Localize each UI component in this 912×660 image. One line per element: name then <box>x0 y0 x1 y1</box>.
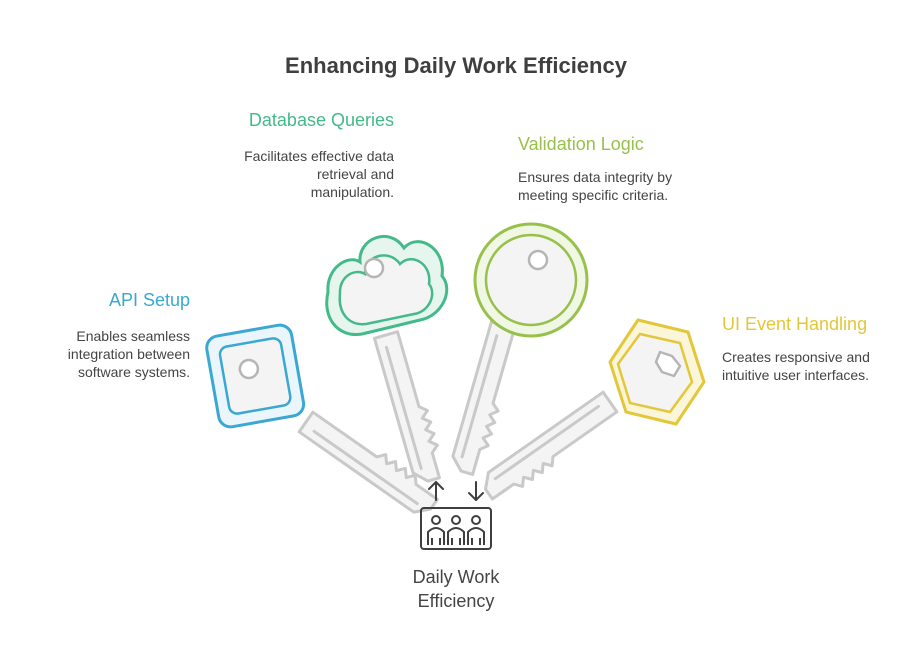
database-queries-description: Facilitates effective data retrieval and… <box>244 148 394 200</box>
ui-key-icon <box>477 318 706 507</box>
api-key-icon <box>205 323 443 521</box>
validation-logic-heading: Validation Logic <box>518 134 644 154</box>
team-icon <box>420 507 492 550</box>
page-title: Enhancing Daily Work Efficiency <box>285 53 627 78</box>
database-queries-heading: Database Queries <box>248 110 394 130</box>
up-arrow-icon <box>428 481 444 501</box>
ui-event-handling-description: Creates responsive and intuitive user in… <box>722 349 870 383</box>
down-arrow-icon <box>468 481 484 501</box>
center-label: Daily Work Efficiency <box>412 567 500 611</box>
validation-logic-description: Ensures data integrity by meeting specif… <box>518 169 673 203</box>
validation-key-icon <box>448 222 589 478</box>
ui-event-handling-heading: UI Event Handling <box>722 314 868 334</box>
api-setup-description: Enables seamless integration between sof… <box>67 328 190 380</box>
database-key-icon <box>325 235 449 486</box>
api-setup-heading: API Setup <box>108 290 190 310</box>
